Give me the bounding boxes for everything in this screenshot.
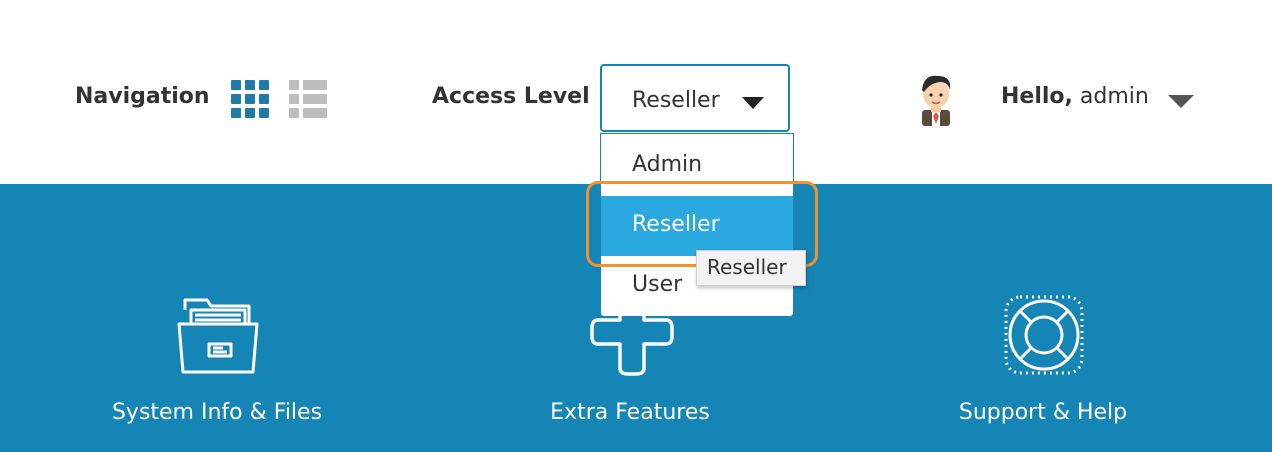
option-label: User bbox=[632, 272, 683, 297]
tile-label: Support & Help bbox=[958, 400, 1128, 425]
greeting-prefix: Hello, bbox=[1001, 84, 1073, 109]
tile-label: Extra Features bbox=[550, 400, 710, 425]
option-reseller[interactable]: Reseller bbox=[601, 196, 793, 256]
list-view-toggle[interactable] bbox=[289, 80, 327, 118]
user-greeting[interactable]: Hello, admin bbox=[1001, 84, 1149, 109]
access-level-select[interactable]: Reseller bbox=[600, 64, 790, 132]
caret-down-icon bbox=[742, 97, 764, 109]
navigation-label: Navigation bbox=[75, 84, 210, 109]
plus-icon bbox=[590, 292, 674, 376]
tile-label: System Info & Files bbox=[111, 400, 323, 425]
user-menu-caret-icon[interactable] bbox=[1168, 95, 1194, 108]
option-admin[interactable]: Admin bbox=[601, 136, 793, 196]
avatar[interactable] bbox=[914, 72, 958, 126]
option-user[interactable]: User bbox=[601, 256, 793, 316]
grid-view-toggle[interactable] bbox=[231, 80, 269, 118]
username: admin bbox=[1079, 84, 1149, 109]
option-label: Reseller bbox=[632, 212, 720, 237]
option-label: Admin bbox=[632, 152, 703, 177]
access-level-dropdown: Admin Reseller User bbox=[600, 133, 794, 317]
lifebuoy-icon bbox=[1004, 295, 1084, 375]
tile-extra-features[interactable]: Extra Features bbox=[500, 290, 760, 440]
list-icon bbox=[289, 80, 327, 118]
grid-icon bbox=[231, 80, 269, 118]
access-level-value: Reseller bbox=[632, 88, 720, 113]
user-avatar-icon bbox=[922, 75, 951, 126]
tile-support-help[interactable]: Support & Help bbox=[913, 290, 1173, 440]
access-level-label: Access Level bbox=[432, 84, 590, 109]
folder-icon bbox=[177, 298, 259, 374]
option-tooltip: Reseller bbox=[696, 250, 806, 286]
tile-system-info-files[interactable]: System Info & Files bbox=[87, 290, 347, 440]
